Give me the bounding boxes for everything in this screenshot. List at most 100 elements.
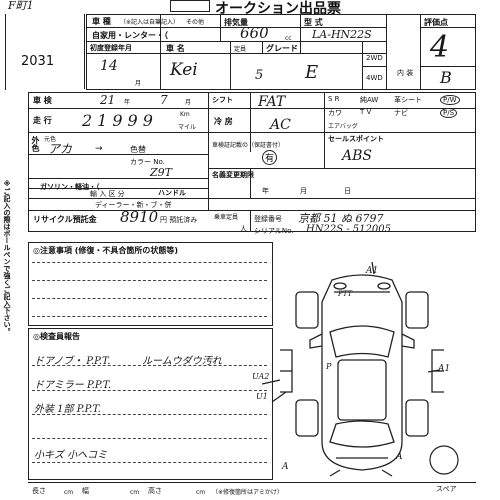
color-change-label: 色替: [130, 145, 146, 154]
displacement-unit: cc: [285, 35, 292, 42]
color-code: Z9T: [150, 166, 172, 179]
mileage-value: 21999: [82, 111, 158, 130]
grade-label: グレード: [266, 44, 298, 53]
car-damage-diagram: [262, 262, 459, 477]
dealer-label: ディーラー・新・ブ・併: [95, 201, 172, 209]
vehicle-info-table: [86, 14, 476, 90]
score-label: 評価点: [424, 18, 448, 27]
displacement-label: 排気量: [224, 18, 248, 27]
mark-u1: U1: [256, 392, 268, 401]
sales-point-label: セールスポイント: [328, 135, 384, 143]
side-note: ※ご記入の際はボールペンで強くご記入下さい。: [3, 180, 11, 335]
inspector-section: [28, 328, 273, 480]
document-title: オークション出品票: [215, 1, 341, 17]
mileage-label: 走 行: [33, 116, 52, 125]
owner-month: 月: [300, 187, 307, 195]
model-label: 型 式: [304, 18, 323, 27]
caution-label: ◎注意事項 (修復・不具合箇所の状態等): [33, 246, 179, 255]
mark-ua2: UA2: [252, 372, 270, 381]
original-color: アカ: [48, 142, 73, 156]
length-unit: cm: [64, 489, 74, 496]
mileage-unit-mile: マイル: [178, 124, 197, 131]
model-value: LA-HN22S: [312, 28, 372, 41]
mark-a-bottom: A: [282, 462, 289, 472]
mileage-unit: Km: [180, 111, 190, 118]
kawa-label: カワ: [328, 109, 342, 117]
aw-label: 純AW: [360, 96, 379, 104]
shaken-year-unit: 年: [124, 99, 131, 106]
seats-value: 5: [255, 68, 264, 83]
recycle-check-value: 有: [262, 150, 278, 165]
pw-label: P/W: [440, 95, 460, 105]
serial-value: HN22S - 512005: [306, 224, 391, 235]
inspector-note-3: 外装 1部 P.P.T.: [34, 404, 101, 415]
handle-label: ハンドル: [158, 189, 186, 197]
score-value: 4: [430, 30, 450, 65]
mark-p: P: [326, 362, 332, 371]
import-label: 輸 入 区 分: [90, 190, 125, 198]
leather-label: 革シート: [394, 96, 422, 104]
shaken-month-unit: 月: [185, 99, 192, 106]
tv-label: T V: [360, 108, 372, 116]
shaken-year: 21: [100, 93, 116, 107]
airbag-label: エアバッグ: [328, 123, 358, 130]
capacity-unit: 人: [240, 225, 247, 233]
inspection-table: [28, 92, 476, 232]
color-code-label: カラー No.: [130, 158, 165, 166]
first-reg-year: 14: [100, 58, 118, 74]
lot-number: 2031: [21, 54, 55, 69]
inspector-note-1: ドアノブ・ P.P.T.: [34, 356, 111, 367]
sales-point-value: ABS: [342, 148, 372, 164]
footer-note: （※修復箇所はアミかけ）: [212, 489, 283, 496]
owner-year: 年: [262, 187, 269, 195]
ac-label: 冷 房: [214, 117, 233, 126]
mark-a1-right: A1: [438, 364, 451, 374]
navi-label: ナビ: [394, 109, 408, 117]
width-unit: cm: [130, 489, 140, 496]
first-reg-label: 初度登録年月: [90, 44, 132, 52]
height-label: 高さ: [148, 487, 162, 495]
mark-a-bottom2: A: [396, 452, 403, 462]
owner-day: 日: [344, 187, 351, 195]
drive-2wd: 2WD: [366, 54, 383, 62]
shift-value: FAT: [258, 94, 286, 110]
drive-4wd: 4WD: [366, 74, 383, 82]
shift-label: シフト: [212, 96, 233, 104]
recycle-label: リサイクル預託金: [33, 215, 97, 224]
name-value: Kei: [170, 60, 198, 80]
owner-change-label: 名義変更期限: [212, 171, 254, 179]
recycle-unit: 円 預託済み: [160, 216, 198, 224]
width-label: 幅: [82, 487, 89, 495]
car-name-sub: （※記入は自筆記入）: [120, 19, 180, 26]
spare-label: スペア: [436, 485, 457, 493]
ac-value: AC: [270, 117, 291, 133]
grade-value: E: [305, 62, 319, 83]
logo-box: [170, 0, 210, 12]
capacity-label: 乗車定員: [214, 214, 239, 221]
mark-a1-top: A1: [366, 266, 379, 276]
reg-label: 登録番号: [254, 215, 282, 223]
ps-label: P/S: [440, 108, 458, 118]
inspector-note-4: 小キズ 小ヘコミ: [34, 450, 108, 461]
inspector-label: ◎検査員報告: [33, 332, 80, 341]
length-label: 長さ: [32, 487, 46, 495]
recycle-amount: 8910: [120, 208, 159, 226]
original-color-label: 元色: [44, 136, 57, 143]
displacement-value: 660: [240, 24, 269, 42]
mark-ptt: PTT: [338, 290, 353, 298]
car-name-label: 車 種: [92, 17, 111, 26]
shaken-month: 7: [160, 93, 168, 107]
lot-number-box: 2031: [5, 14, 85, 89]
usage: 自家用・レンター・（: [92, 31, 168, 40]
interior-value: B: [440, 68, 452, 87]
color-arrow: →: [95, 144, 103, 154]
shaken-label: 車 検: [33, 96, 52, 105]
interior-label: 内 装: [397, 69, 414, 77]
recycle-check-label: 車検証記載の（保証書付）: [212, 142, 285, 149]
sr-label: S R: [328, 95, 340, 103]
other-label: その他: [186, 19, 205, 26]
color-label: 外色: [31, 136, 40, 152]
corner-mark: F町1: [8, 0, 34, 12]
height-unit: cm: [196, 489, 206, 496]
seats-label: 定員: [234, 46, 247, 53]
